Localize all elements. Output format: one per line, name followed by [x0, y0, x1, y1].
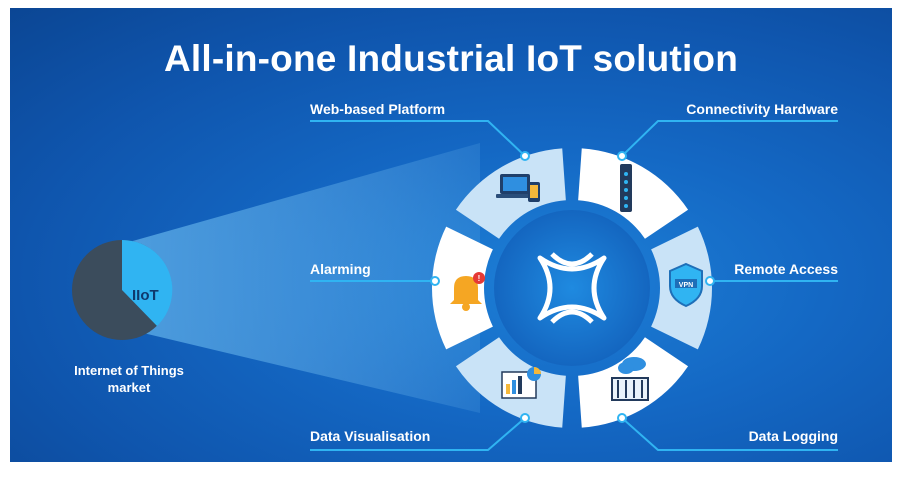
diagram-panel: VPN ! All-in-one Industrial IoT solution: [10, 8, 892, 462]
connector-hardware: [621, 120, 838, 157]
logo-x-icon: [537, 252, 607, 324]
connector-visual: [310, 417, 526, 451]
laptop-phone-icon: [496, 174, 540, 202]
dashboard-chart-icon: [501, 367, 541, 399]
router-device-icon: [620, 164, 632, 212]
label-connectivity-hardware: Connectivity Hardware: [686, 101, 838, 117]
label-data-visualisation: Data Visualisation: [310, 428, 431, 444]
pie-iiot-label: IIoT: [132, 287, 159, 304]
segment-hardware: [578, 148, 689, 239]
pie-iiot-slice: [122, 239, 173, 326]
page-title: All-in-one Industrial IoT solution: [163, 38, 739, 79]
connector-dots: [430, 151, 715, 423]
label-remote-access: Remote Access: [734, 261, 838, 277]
cloud-server-icon: [611, 357, 649, 401]
light-beam: [122, 143, 480, 413]
hub-circle: [494, 210, 650, 366]
market-pie-chart: [72, 239, 173, 340]
label-web-based-platform: Web-based Platform: [310, 101, 446, 117]
bell-alert-icon: !: [450, 272, 485, 311]
connector-logging: [621, 417, 838, 451]
svg-text:VPN: VPN: [679, 282, 693, 289]
connector-web: [310, 120, 526, 157]
vpn-shield-icon: VPN: [669, 262, 703, 308]
svg-text:!: !: [478, 274, 481, 283]
diagram-graphics: VPN !: [72, 120, 838, 451]
market-caption: Internet of Things market: [74, 363, 184, 395]
label-data-logging: Data Logging: [748, 428, 838, 444]
connector-lines: [310, 120, 838, 451]
label-alarming: Alarming: [310, 261, 371, 277]
